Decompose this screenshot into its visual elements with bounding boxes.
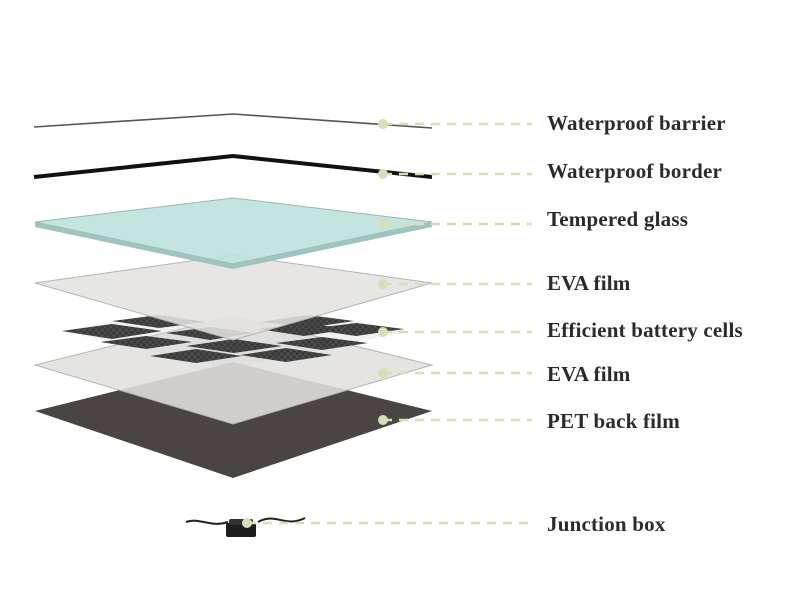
label-eva-film-bottom: EVA film: [547, 362, 631, 386]
battery-cell: [186, 339, 282, 353]
tempered-glass-shape: [34, 197, 433, 269]
battery-cell: [308, 323, 404, 336]
label-tempered-glass: Tempered glass: [547, 207, 689, 231]
leader-dot: [378, 415, 388, 425]
leader-dot: [378, 279, 388, 289]
junction-box-shape: [185, 517, 306, 537]
waterproof-barrier-shape: [33, 113, 433, 129]
leader-dot: [378, 368, 388, 378]
battery-cell: [150, 349, 242, 363]
battery-cell: [276, 337, 368, 350]
leader-dot: [378, 119, 388, 129]
leader-dot: [378, 327, 388, 337]
battery-cell: [62, 324, 162, 339]
label-eva-film-top: EVA film: [547, 271, 631, 295]
leader-lines: [242, 119, 532, 528]
waterproof-border-shape: [33, 153, 433, 179]
eva-film-top-shape: [34, 254, 433, 341]
battery-cell: [100, 336, 192, 349]
leader-dot: [378, 219, 388, 229]
leader-dot: [242, 518, 252, 528]
leader-dot: [378, 169, 388, 179]
label-waterproof-barrier: Waterproof barrier: [547, 111, 726, 135]
label-waterproof-border: Waterproof border: [547, 159, 723, 183]
label-pet-back-film: PET back film: [547, 409, 680, 433]
battery-cell: [240, 348, 332, 362]
label-battery-cells: Efficient battery cells: [547, 318, 743, 342]
label-junction-box: Junction box: [547, 512, 666, 536]
